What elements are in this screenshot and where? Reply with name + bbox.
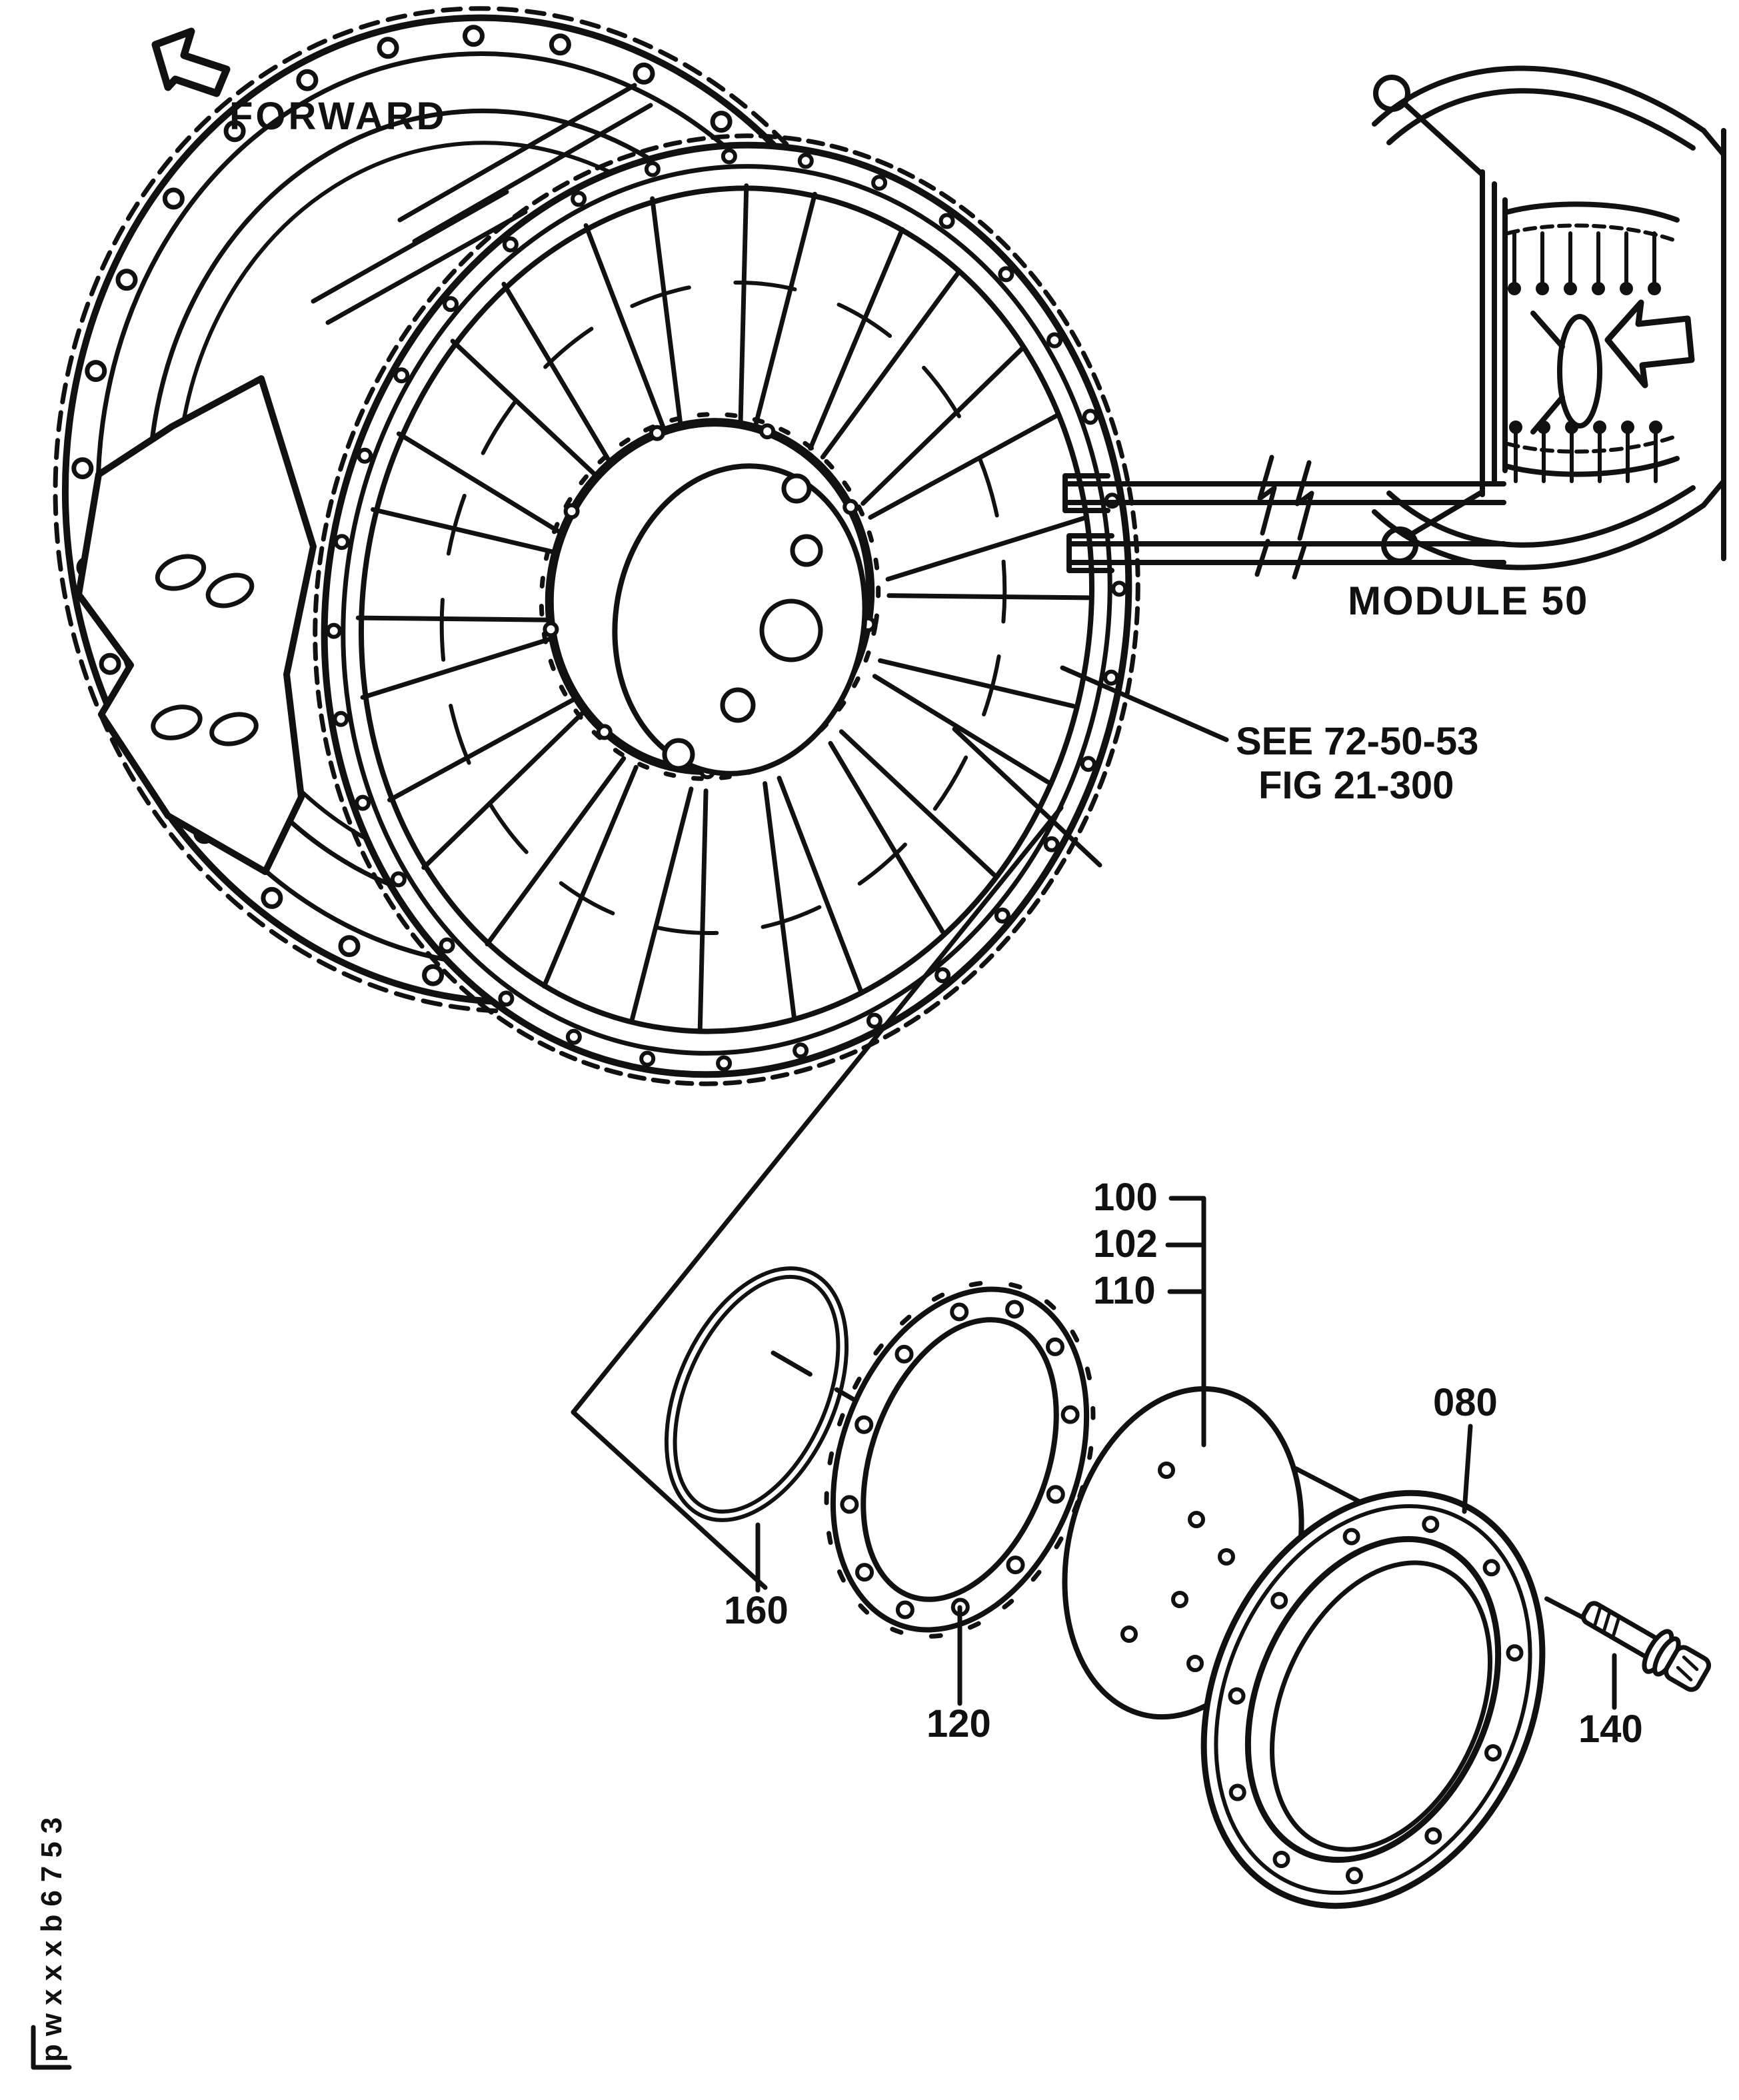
blade-root-comb-top (1508, 231, 1661, 295)
doc-code-watermark: pwxxxb6753 (35, 1809, 68, 2062)
reference-note-line2: FIG 21-300 (1258, 764, 1454, 807)
callout-140: 140 (1578, 1707, 1643, 1751)
module-caption: MODULE 50 (1348, 578, 1589, 623)
callout-080: 080 (1433, 1381, 1498, 1424)
forward-label: FORWARD (229, 95, 447, 138)
plate-holes (1120, 1462, 1235, 1672)
part-cover-080 (1200, 1490, 1546, 1909)
part-o-ring-160 (664, 1266, 849, 1522)
blade-midspan-shroud (439, 280, 1007, 936)
hub-disc-holes (662, 473, 823, 771)
case-strut-lines (311, 83, 653, 325)
case-mount-bracket (75, 375, 317, 875)
callout-leader-lines (755, 1424, 1617, 1710)
rotor-rim-holes (325, 148, 1128, 1072)
part-bolt-140 (1581, 1601, 1712, 1692)
blade-root-comb-bottom (1509, 421, 1662, 483)
callout-bracket (1165, 1196, 1206, 1448)
callout-100: 100 (1093, 1176, 1158, 1219)
callout-160: 160 (724, 1589, 789, 1632)
part-gasket-120 (824, 1280, 1096, 1639)
module-50-inset-drawing (1062, 65, 1726, 580)
callout-110: 110 (1093, 1269, 1156, 1312)
gasket-bolt-holes (840, 1300, 1080, 1619)
reference-note-line1: SEE 72-50-53 (1236, 720, 1479, 763)
cover-bolt-holes (1228, 1516, 1524, 1885)
forward-arrow-icon (151, 27, 231, 97)
rotor-blades (355, 183, 1091, 1032)
see-reference-leader (1060, 665, 1229, 742)
callout-102: 102 (1093, 1222, 1158, 1266)
callout-120: 120 (926, 1702, 991, 1745)
corner-bracket (31, 2025, 72, 2070)
fan-rotor-drawing (313, 133, 1140, 1086)
projection-lines (571, 805, 1064, 1590)
inset-direction-arrow-icon (1604, 299, 1695, 389)
